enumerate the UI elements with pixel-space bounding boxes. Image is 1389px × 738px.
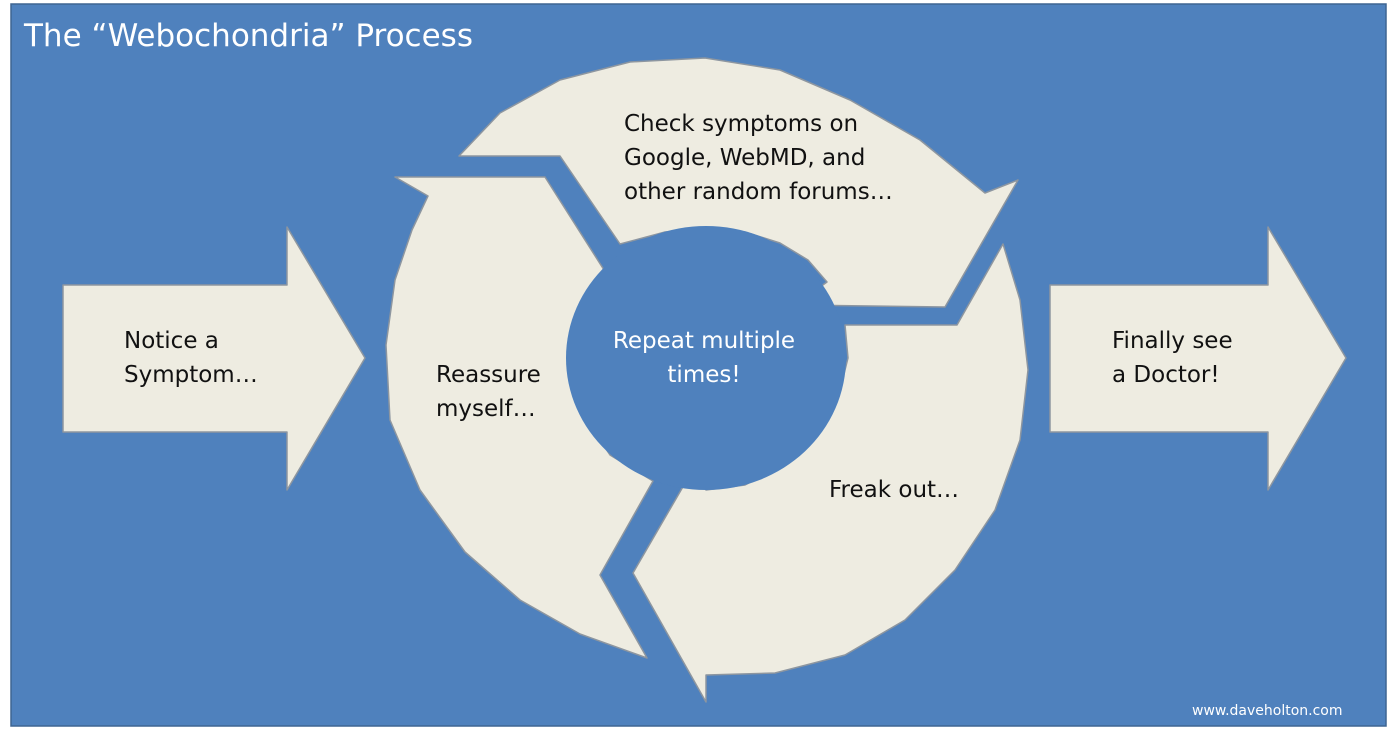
step-text-line: other random forums… [624,179,893,205]
page-title: The “Webochondria” Process [24,18,473,54]
step-text-line: a Doctor! [1112,362,1220,388]
center-label: Repeat multiple times! [598,324,810,392]
step-freak-out-label: Freak out… [829,473,959,507]
arrow-notice-symptom [62,226,366,491]
step-text-line: Check symptoms on [624,111,859,137]
step-text-line: myself… [436,396,536,422]
step-text-line: Google, WebMD, and [624,145,866,171]
step-text-line: Reassure [436,362,541,388]
step-reassure-label: Reassure myself… [436,358,541,426]
step-see-doctor-label: Finally see a Doctor! [1112,324,1233,392]
center-label-line: Repeat multiple [612,328,796,354]
source-credit: www.daveholton.com [1192,703,1343,719]
step-text-line: Freak out… [829,477,960,503]
step-notice-symptom-label: Notice a Symptom… [124,324,258,392]
step-text-line: Symptom… [124,362,258,388]
step-text-line: Finally see [1112,328,1233,354]
step-check-symptoms-label: Check symptoms on Google, WebMD, and oth… [624,107,893,209]
step-text-line: Notice a [124,328,219,354]
center-label-line: times! [667,362,741,388]
center-hub [566,226,846,490]
arrow-see-doctor [1049,226,1347,491]
